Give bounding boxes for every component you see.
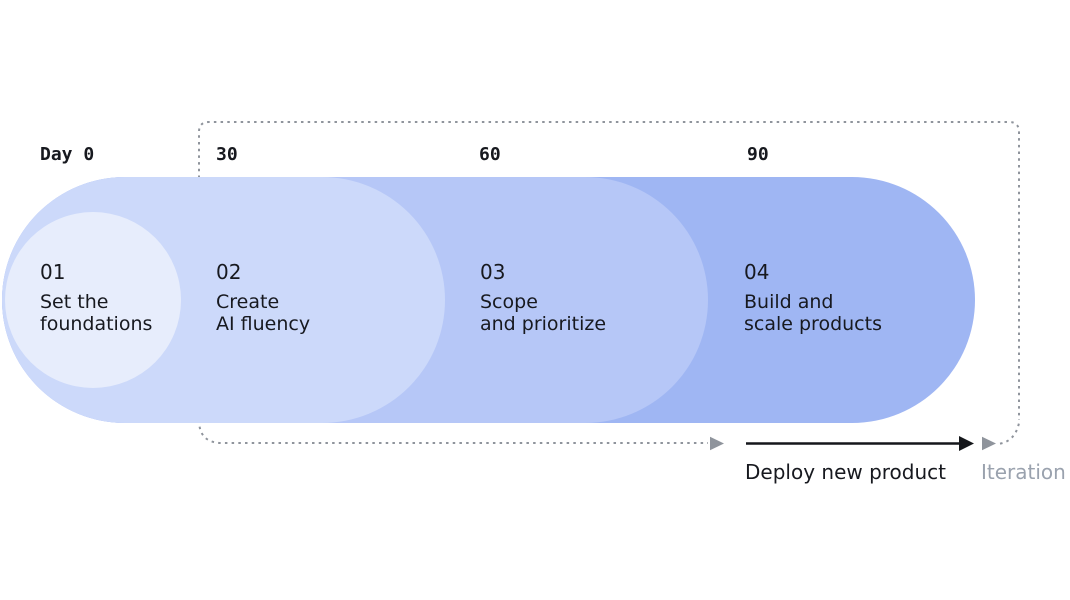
- phase-number: 04: [744, 260, 770, 284]
- phase-title-line2: foundations: [40, 313, 153, 335]
- phase-title: Scope and prioritize: [480, 291, 700, 335]
- loop-dashed-bottom: [198, 419, 708, 444]
- phase-title-line1: Build and: [744, 291, 834, 313]
- phase-block-04: 04 Build and scale products: [744, 260, 964, 335]
- day-zero-label: Day 0: [40, 144, 95, 165]
- phase-title-line2: scale products: [744, 313, 882, 335]
- phase-number: 03: [480, 260, 506, 284]
- phase-title: Build and scale products: [744, 291, 964, 335]
- phase-title-line2: and prioritize: [480, 313, 607, 335]
- milestone-label-60: 60: [479, 144, 501, 165]
- iteration-arrowhead-icon: [982, 436, 996, 451]
- phase-title: Set the foundations: [40, 291, 260, 335]
- phase-title-line1: Set the: [40, 291, 109, 313]
- phase-title-line1: Create: [216, 291, 280, 313]
- phase-title-line1: Scope: [480, 291, 538, 313]
- dashed-arrowhead-icon: [710, 436, 724, 451]
- phase-block-01: 01 Set the foundations: [40, 260, 260, 335]
- milestone-label-30: 30: [216, 144, 238, 165]
- deploy-arrowhead-icon: [959, 436, 974, 451]
- deploy-new-product-label: Deploy new product: [745, 460, 947, 484]
- milestone-label-90: 90: [747, 144, 769, 165]
- phase-title: Create AI fluency: [216, 291, 436, 335]
- iteration-label: Iteration: [981, 460, 1066, 484]
- phase-title-line2: AI fluency: [216, 313, 311, 335]
- phase-number: 01: [40, 260, 66, 284]
- phase-block-03: 03 Scope and prioritize: [480, 260, 700, 335]
- phase-number: 02: [216, 260, 242, 284]
- phase-circle-01: [5, 212, 181, 388]
- phase-block-02: 02 Create AI fluency: [216, 260, 436, 335]
- loop-dashed-curl: [999, 422, 1020, 445]
